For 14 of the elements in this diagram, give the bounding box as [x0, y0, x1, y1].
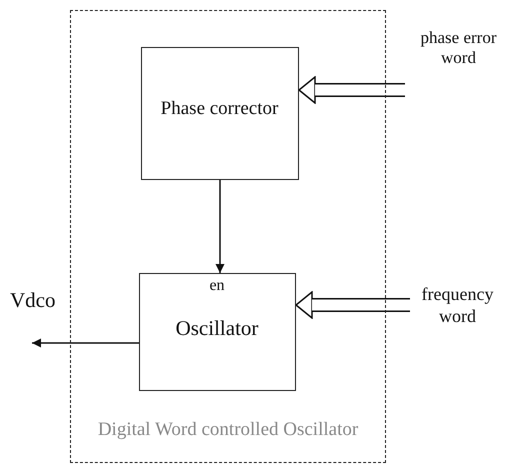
signal-label: Vdco — [10, 288, 56, 313]
group-title: Digital Word controlled Oscillator — [96, 419, 360, 442]
bus-arrow — [295, 291, 410, 319]
bus-arrow — [298, 76, 405, 104]
process-box — [140, 46, 298, 180]
arrow — [216, 180, 224, 273]
block-label: Oscillator — [174, 316, 260, 341]
input-label: phase error word — [420, 28, 498, 69]
input-label: frequency word — [420, 284, 494, 328]
block-label: Phase corrector — [160, 98, 280, 120]
arrow — [32, 338, 139, 348]
process-box — [138, 272, 296, 390]
pin-label: en — [208, 276, 226, 295]
group-boundary — [70, 10, 386, 463]
